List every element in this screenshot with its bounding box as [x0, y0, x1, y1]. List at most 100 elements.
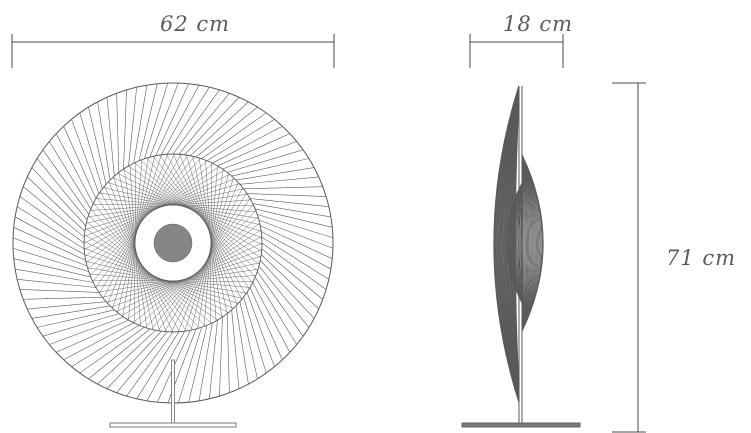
side-back-dish-arc	[495, 86, 520, 402]
front-outer-ray	[258, 265, 310, 328]
side-front-dish-arc-left	[509, 182, 523, 304]
width-dimension-line	[11, 34, 335, 68]
side-front-dish	[505, 154, 544, 332]
front-outer-ray	[254, 276, 297, 345]
front-outer-ray	[31, 167, 86, 226]
front-outer-ray	[243, 297, 267, 374]
front-outer-ray	[217, 133, 290, 167]
front-outer-ray	[12, 237, 88, 267]
front-inner-ring	[83, 153, 263, 333]
side-back-dish	[493, 85, 520, 403]
side-front-dish-arc-right	[521, 154, 541, 332]
front-outer-ray	[195, 106, 258, 158]
front-outer-ray	[49, 141, 92, 210]
front-outer-ray	[71, 324, 140, 367]
side-front-dish-arc-right	[521, 154, 535, 332]
side-front-dish-arc-left	[517, 182, 523, 304]
front-outer-ray	[161, 84, 200, 155]
front-outer-ray	[36, 158, 88, 221]
front-outer-ray	[190, 101, 249, 156]
side-front-dish-arc-right	[521, 154, 542, 332]
side-front-dish-arc-right	[521, 154, 527, 332]
front-outer-ray	[231, 158, 309, 177]
front-outer-ray	[226, 313, 230, 393]
front-outer-ray	[31, 305, 111, 319]
front-outer-ray	[133, 85, 148, 164]
front-outer-ray	[97, 330, 156, 385]
front-outer-ray	[261, 242, 327, 290]
front-outer-ray	[231, 309, 240, 389]
front-outer-ray	[252, 282, 291, 353]
depth-dimension-label: 18 cm	[503, 12, 574, 36]
front-outer-ray	[235, 305, 249, 385]
front-outer-ray	[79, 112, 103, 189]
side-base-plate	[461, 422, 581, 428]
front-outer-ray	[128, 87, 137, 166]
front-outer-ray	[166, 87, 210, 155]
side-back-dish-arc	[504, 93, 520, 395]
front-outer-ray	[14, 216, 85, 255]
front-outer-ray	[19, 196, 85, 244]
front-outer-ray	[88, 328, 151, 380]
side-front-dish-arc-right	[521, 154, 531, 332]
width-dimension-label: 62 cm	[160, 12, 231, 36]
front-rings	[12, 82, 334, 404]
front-outer-ray	[42, 313, 119, 337]
side-front-dish-arc-right	[521, 154, 530, 332]
side-front-dish-arc-right	[521, 154, 537, 332]
front-outer-ray	[55, 133, 94, 204]
front-inner-ray	[121, 236, 262, 316]
front-outer-ray	[250, 198, 329, 207]
front-outer-ray	[239, 176, 319, 185]
side-front-dish-arc-left	[511, 182, 523, 304]
front-outer-ray	[219, 316, 223, 397]
front-outer-ray	[42, 149, 89, 215]
front-outer-ray	[106, 331, 162, 389]
side-view	[461, 85, 581, 428]
front-outer-ray	[198, 322, 213, 401]
front-outer-ray	[37, 309, 115, 328]
side-back-dish-arc	[497, 87, 520, 401]
front-outer-ray	[227, 149, 304, 173]
front-outer-ray	[155, 83, 189, 156]
side-back-dish-arc	[502, 92, 520, 396]
front-outer-ray	[257, 271, 304, 337]
side-front-dish-arc-right	[521, 154, 540, 332]
front-outer-ray	[260, 260, 315, 319]
front-outer-ray	[79, 327, 145, 374]
front-outer-ray	[235, 167, 315, 181]
side-back-dish-arc	[503, 92, 520, 396]
side-front-dish-arc-left	[505, 182, 523, 304]
front-outer-ray	[255, 208, 333, 228]
side-front-dish-arc-left	[506, 182, 523, 304]
side-back-dish-arc	[496, 87, 520, 401]
front-outer-ray	[138, 83, 158, 161]
front-outer-ray	[144, 83, 169, 159]
side-front-dish-arc-right	[521, 154, 536, 332]
front-outer-ray	[106, 97, 115, 177]
side-front-dish-arc-right	[521, 154, 528, 332]
front-outer-ray	[260, 225, 333, 259]
front-outer-ray	[206, 119, 275, 162]
side-back-dish-arc	[501, 90, 520, 398]
front-outer-ray	[201, 112, 267, 159]
front-outer-ray	[222, 141, 297, 170]
front-outer-ray	[246, 193, 327, 197]
side-front-dish-arc-left	[516, 182, 523, 304]
side-back-dish-arc	[501, 91, 520, 397]
depth-dimension-line	[469, 34, 564, 68]
side-back-dish-outline	[493, 85, 520, 403]
front-outer-ray	[249, 287, 283, 360]
front-outer-ray	[177, 327, 202, 403]
front-outer-ray	[116, 331, 168, 393]
side-front-dish-arc-left	[518, 182, 523, 304]
front-stand-post	[171, 359, 175, 425]
side-front-dish-arc-left	[510, 182, 523, 304]
front-outer-ray	[17, 279, 96, 288]
front-outer-ray	[17, 206, 85, 250]
side-front-dish-arc-right	[521, 154, 532, 332]
front-center-hub	[153, 223, 193, 263]
front-outer-rays	[12, 82, 334, 404]
front-outer-ray	[184, 97, 240, 155]
front-outer-ray	[261, 231, 332, 270]
